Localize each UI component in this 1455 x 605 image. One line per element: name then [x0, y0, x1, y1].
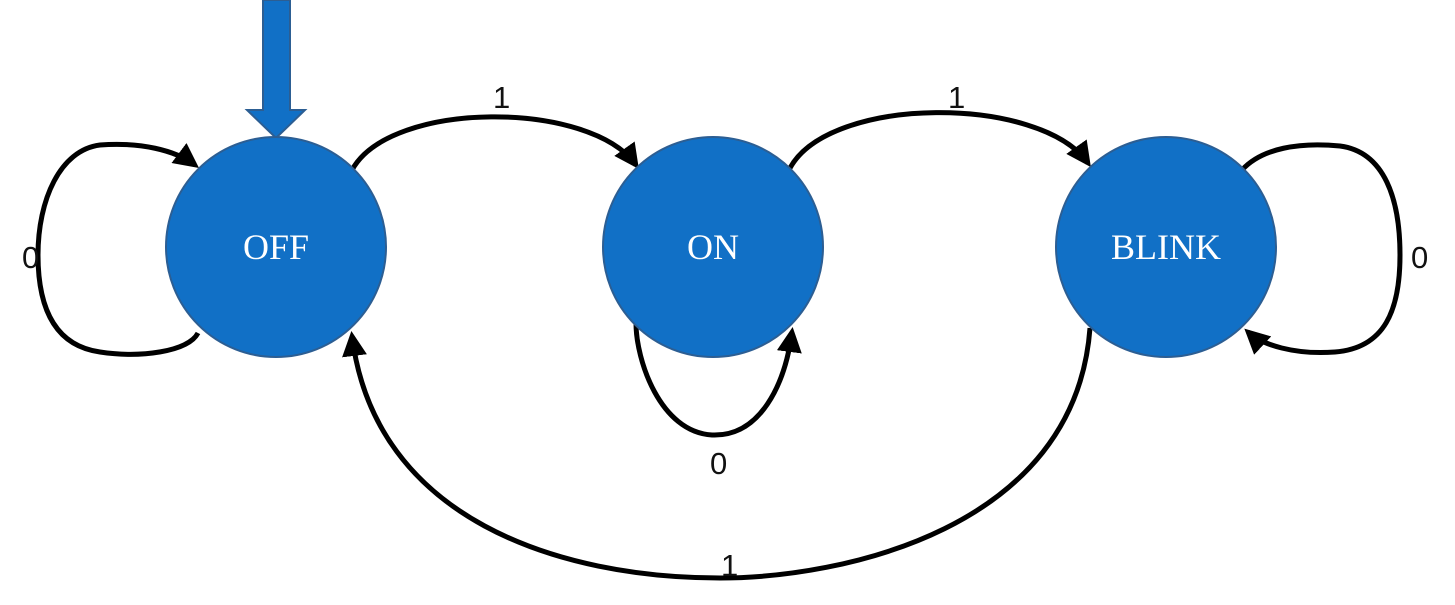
initial-state-arrow	[244, 0, 308, 140]
state-off-label: OFF	[243, 227, 309, 267]
transition-on-self-label: 0	[710, 446, 727, 481]
state-off: OFF	[165, 136, 387, 358]
transition-blink-to-off	[342, 327, 1093, 581]
transition-on-to-blink	[787, 110, 1091, 170]
state-on-circle	[602, 136, 824, 358]
state-off-circle	[165, 136, 387, 358]
transition-off-self	[35, 141, 201, 357]
transition-on-self	[633, 322, 802, 438]
state-blink-circle	[1055, 136, 1277, 358]
state-on: ON	[602, 136, 824, 358]
transition-off-to-on-label: 1	[493, 80, 510, 115]
transition-blink-to-off-label: 1	[721, 548, 738, 583]
state-blink: BLINK	[1055, 136, 1277, 358]
transition-blink-self-label: 0	[1411, 240, 1428, 275]
transition-off-self-label: 0	[22, 240, 39, 275]
transition-blink-self	[1240, 142, 1403, 356]
state-blink-label: BLINK	[1111, 227, 1221, 267]
state-on-label: ON	[687, 227, 739, 267]
transition-on-to-blink-label: 1	[948, 80, 965, 115]
transition-off-to-on	[349, 114, 639, 172]
